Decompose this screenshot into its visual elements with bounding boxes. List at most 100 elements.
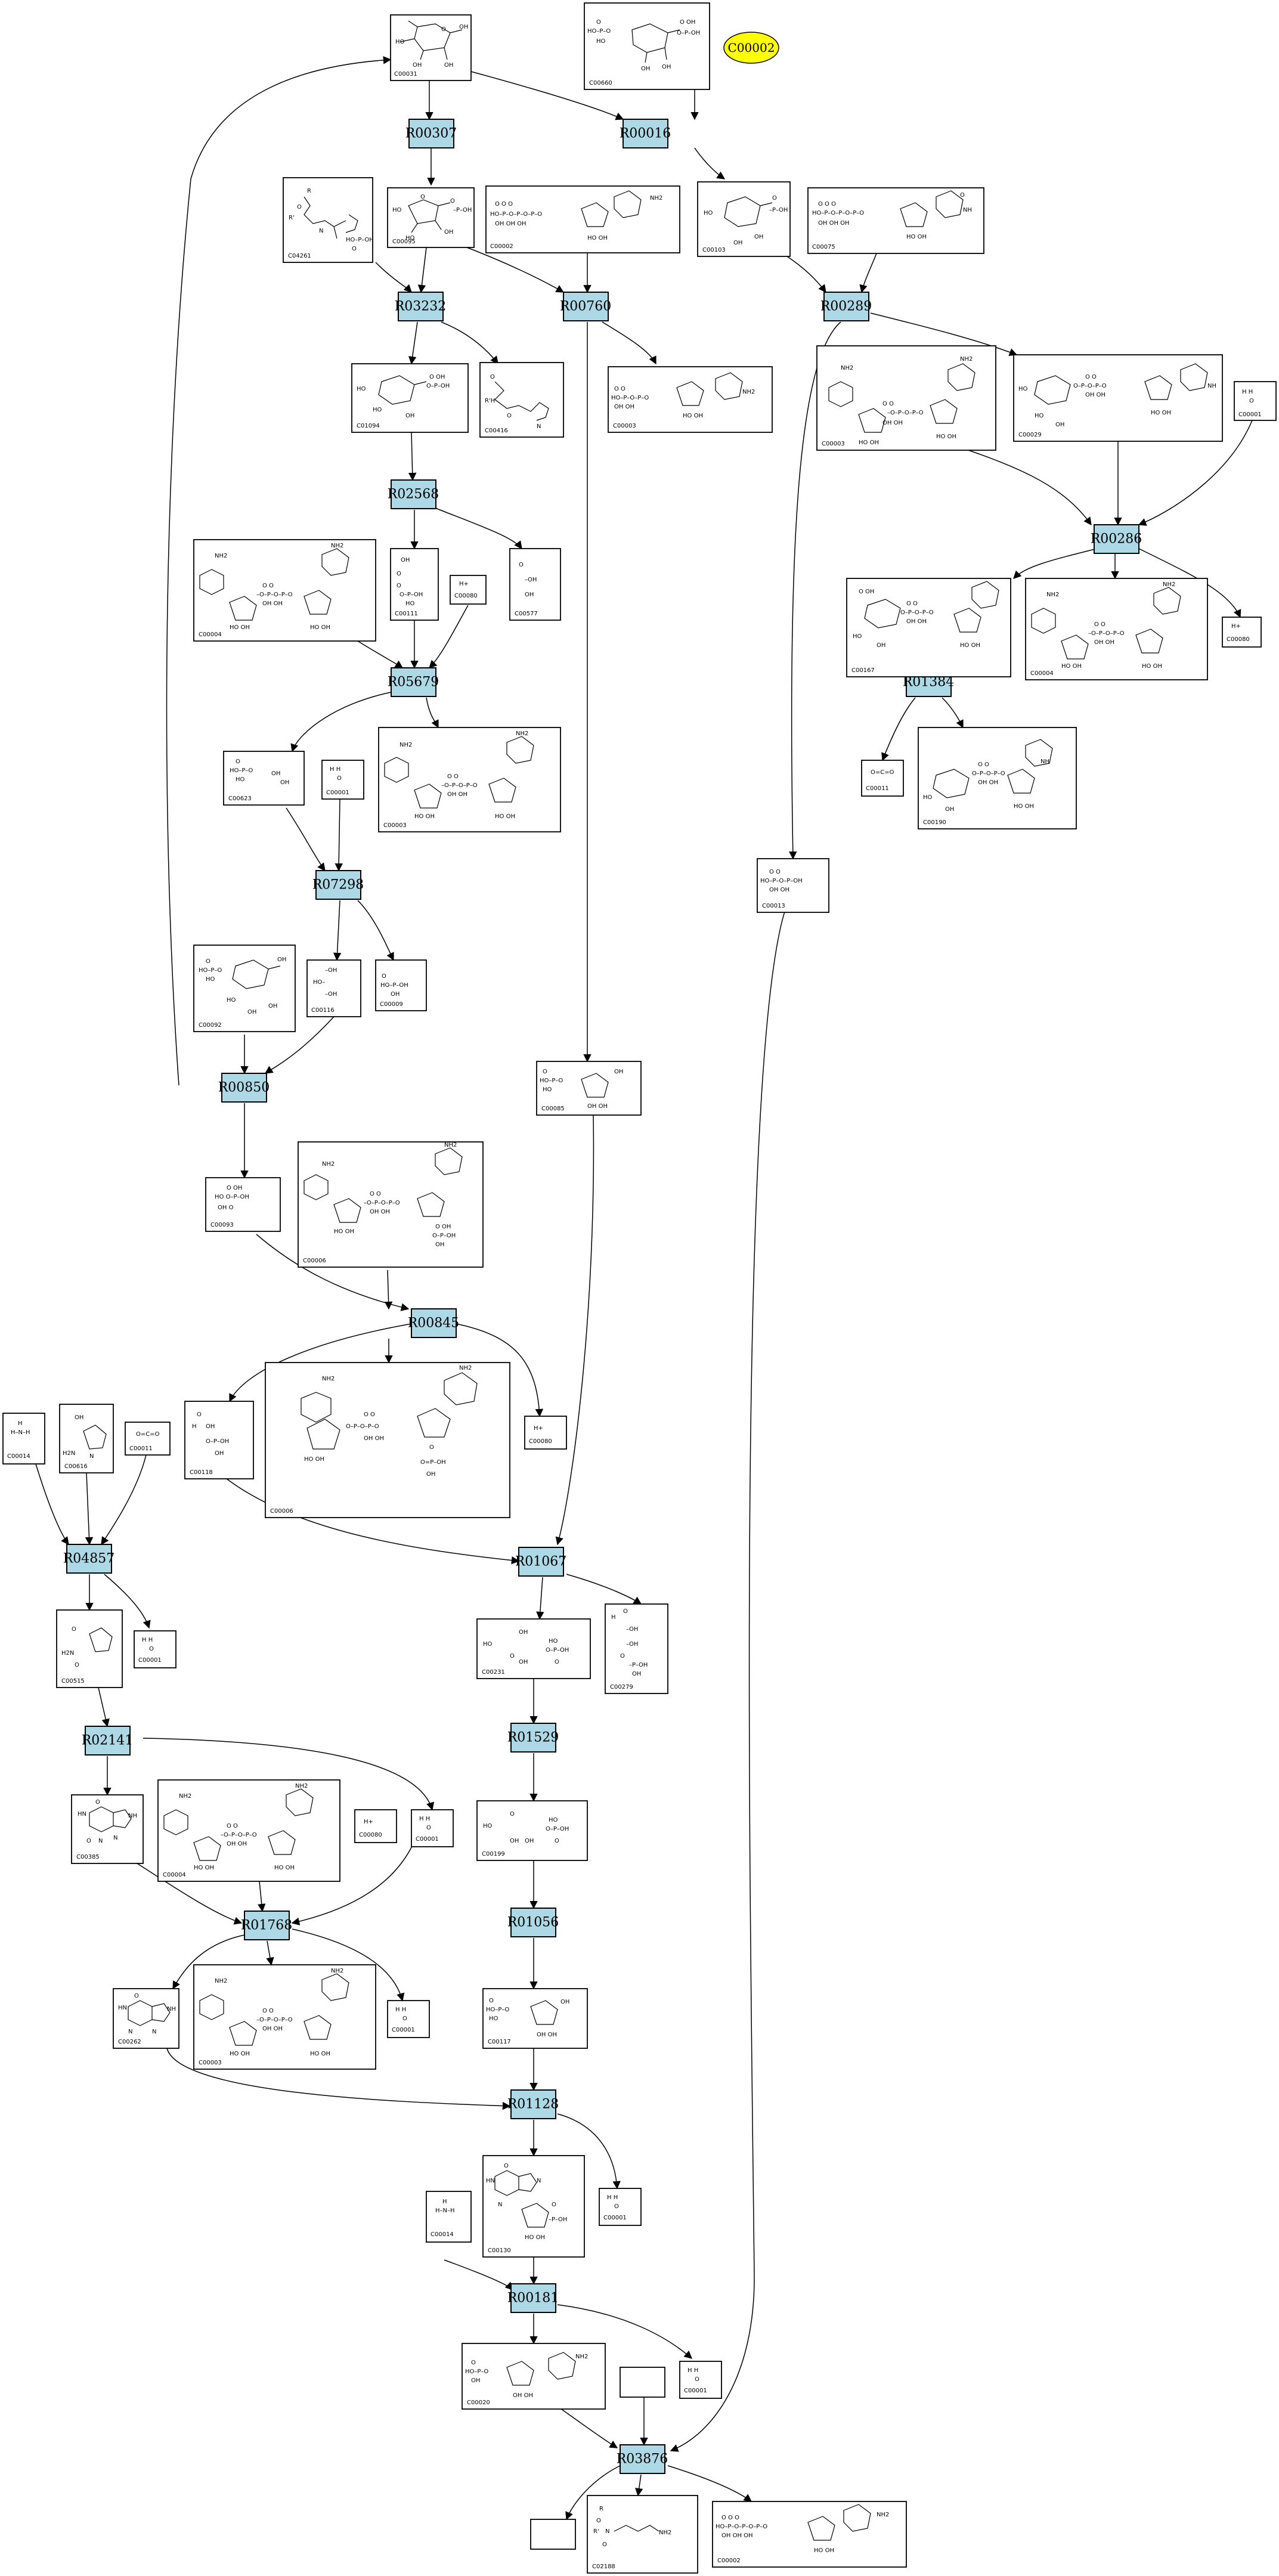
reaction-node-R04857[interactable]: R04857 — [63, 1544, 115, 1574]
svg-text:HO OH: HO OH — [194, 1865, 214, 1871]
reaction-node-R02141[interactable]: R02141 — [82, 1726, 134, 1755]
compound-label: C00075 — [812, 244, 835, 250]
compound-node-C00080[interactable]: H+ C00080 — [354, 1809, 397, 1843]
reaction-node-R00850[interactable]: R00850 — [218, 1073, 270, 1103]
compound-node-C00011[interactable]: O=C=O C00011 — [125, 1422, 171, 1456]
reaction-node-R00307[interactable]: R00307 — [405, 119, 457, 148]
svg-text:HO: HO — [543, 1086, 552, 1093]
compound-node-empty[interactable] — [620, 2367, 665, 2398]
compound-node-C00001[interactable]: H HO C00001 — [1234, 381, 1277, 421]
compound-node-C00080[interactable]: H+ C00080 — [450, 575, 487, 605]
svg-text:HO OH: HO OH — [936, 434, 956, 440]
highlighted-compound[interactable]: C00002 — [723, 32, 779, 64]
reaction-node-R01529[interactable]: R01529 — [507, 1723, 559, 1753]
compound-node-C00001[interactable]: H HO C00001 — [134, 1630, 176, 1668]
svg-text:HO O–P–OH: HO O–P–OH — [215, 1194, 249, 1200]
compound-node-empty[interactable] — [530, 2519, 576, 2550]
compound-node-C00080[interactable]: H+ C00080 — [524, 1416, 567, 1450]
edge — [35, 1463, 69, 1546]
compound-node-C04261[interactable]: ROR'NHO–P–OHO C04261 — [283, 177, 374, 263]
reaction-node-R03232[interactable]: R03232 — [395, 292, 447, 321]
svg-text:O: O — [397, 571, 401, 577]
reaction-node-R00845[interactable]: R00845 — [408, 1308, 460, 1338]
compound-node-C00011[interactable]: O=C=O C00011 — [861, 760, 904, 797]
reaction-node-R02568[interactable]: R02568 — [388, 479, 439, 509]
edge — [942, 441, 1092, 526]
edge — [602, 321, 656, 365]
compound-node-C00001[interactable]: H HO C00001 — [387, 2000, 430, 2038]
edge — [98, 1687, 110, 1727]
compound-node-C00001[interactable]: H HO C00001 — [679, 2361, 722, 2399]
reaction-node-R00181[interactable]: R00181 — [507, 2283, 559, 2313]
svg-text:NH2: NH2 — [1163, 581, 1175, 588]
reaction-node-R01067[interactable]: R01067 — [515, 1547, 567, 1577]
svg-text:O: O — [420, 194, 425, 200]
compound-label: C00003 — [383, 822, 407, 829]
compound-node-C00001[interactable]: H HO C00001 — [321, 760, 364, 800]
compound-node-C00416[interactable]: OR'HON C00416 — [479, 362, 564, 438]
reaction-node-R07298[interactable]: R07298 — [312, 870, 364, 900]
reaction-node-R00289[interactable]: R00289 — [820, 292, 872, 321]
compound-node-C00080[interactable]: H+ C00080 — [1222, 617, 1262, 648]
reaction-node-R03876[interactable]: R03876 — [617, 2444, 668, 2474]
compound-node-C00001[interactable]: H HO C00001 — [599, 2188, 642, 2226]
svg-text:O: O — [75, 1662, 79, 1668]
compound-node-C00014[interactable]: HH–N–H C00014 — [2, 1413, 45, 1465]
svg-text:OH: OH — [641, 66, 650, 72]
reaction-node-R00016[interactable]: R00016 — [620, 119, 671, 148]
svg-text:NH2: NH2 — [516, 730, 528, 737]
svg-text:OH OH OH: OH OH OH — [495, 221, 527, 227]
reaction-node-R01128[interactable]: R01128 — [507, 2089, 559, 2119]
edge — [226, 1478, 520, 1565]
compound-node-C00014[interactable]: HH–N–H C00014 — [426, 2191, 472, 2243]
compound-node-C00001[interactable]: H HO C00001 — [411, 1809, 454, 1847]
svg-text:O O: O O — [614, 386, 625, 392]
reaction-node-R01056[interactable]: R01056 — [507, 1908, 559, 1937]
reaction-node-R00760[interactable]: R00760 — [560, 292, 612, 321]
reaction-node-R05679[interactable]: R05679 — [388, 667, 439, 697]
reaction-node-R01768[interactable]: R01768 — [241, 1911, 293, 1940]
reaction-node-R00286[interactable]: R00286 — [1091, 524, 1142, 554]
